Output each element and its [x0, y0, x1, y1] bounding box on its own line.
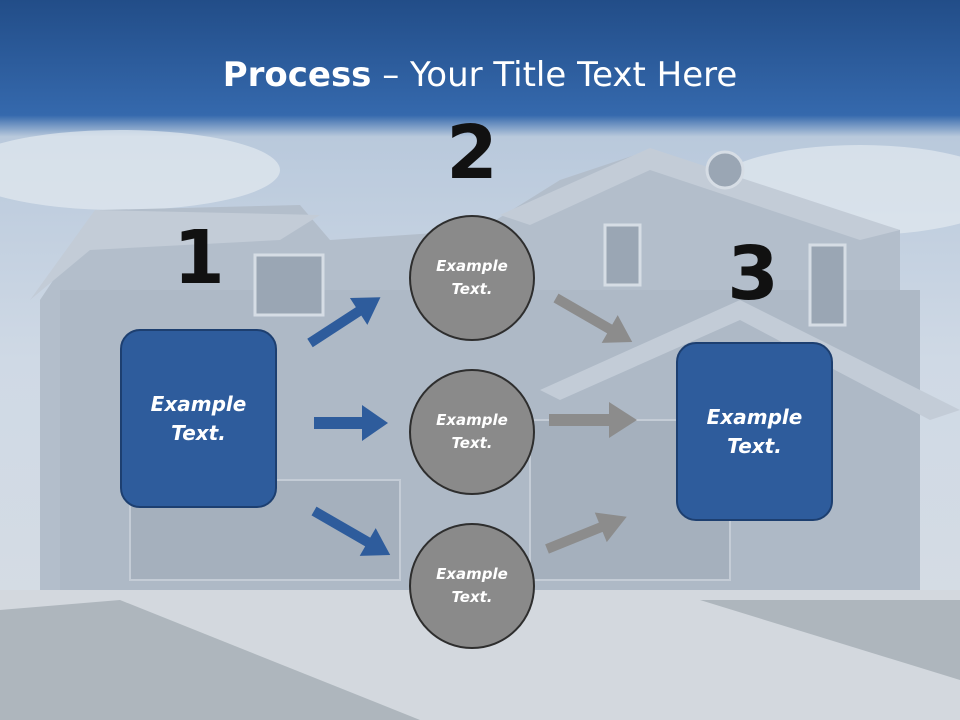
step-circle-bottom-label: Example Text.	[436, 565, 508, 606]
step-box-right-label: Example Text.	[706, 404, 803, 458]
arrow-top-to-right	[553, 293, 633, 343]
slide-title-rest: – Your Title Text Here	[371, 55, 738, 95]
arrow-left-to-middle	[314, 405, 388, 441]
slide-title: Process – Your Title Text Here	[0, 52, 960, 98]
step-box-right[interactable]: Example Text.	[676, 342, 833, 521]
step-circle-bottom[interactable]: Example Text.	[409, 523, 535, 649]
step-number-three: 3	[727, 231, 779, 317]
step-circle-top[interactable]: Example Text.	[409, 215, 535, 341]
slide-title-bold: Process	[222, 55, 372, 95]
step-number-one: 1	[173, 215, 225, 301]
step-circle-top-label: Example Text.	[436, 257, 508, 298]
step-box-left[interactable]: Example Text.	[120, 329, 277, 508]
step-circle-middle[interactable]: Example Text.	[409, 369, 535, 495]
arrow-left-to-top	[307, 297, 381, 348]
arrow-left-to-bottom	[311, 506, 391, 556]
arrow-bottom-to-right	[545, 512, 627, 554]
step-circle-middle-label: Example Text.	[436, 411, 508, 452]
step-number-two: 2	[446, 110, 498, 196]
arrow-middle-to-right	[549, 402, 637, 438]
step-box-left-label: Example Text.	[150, 391, 247, 445]
